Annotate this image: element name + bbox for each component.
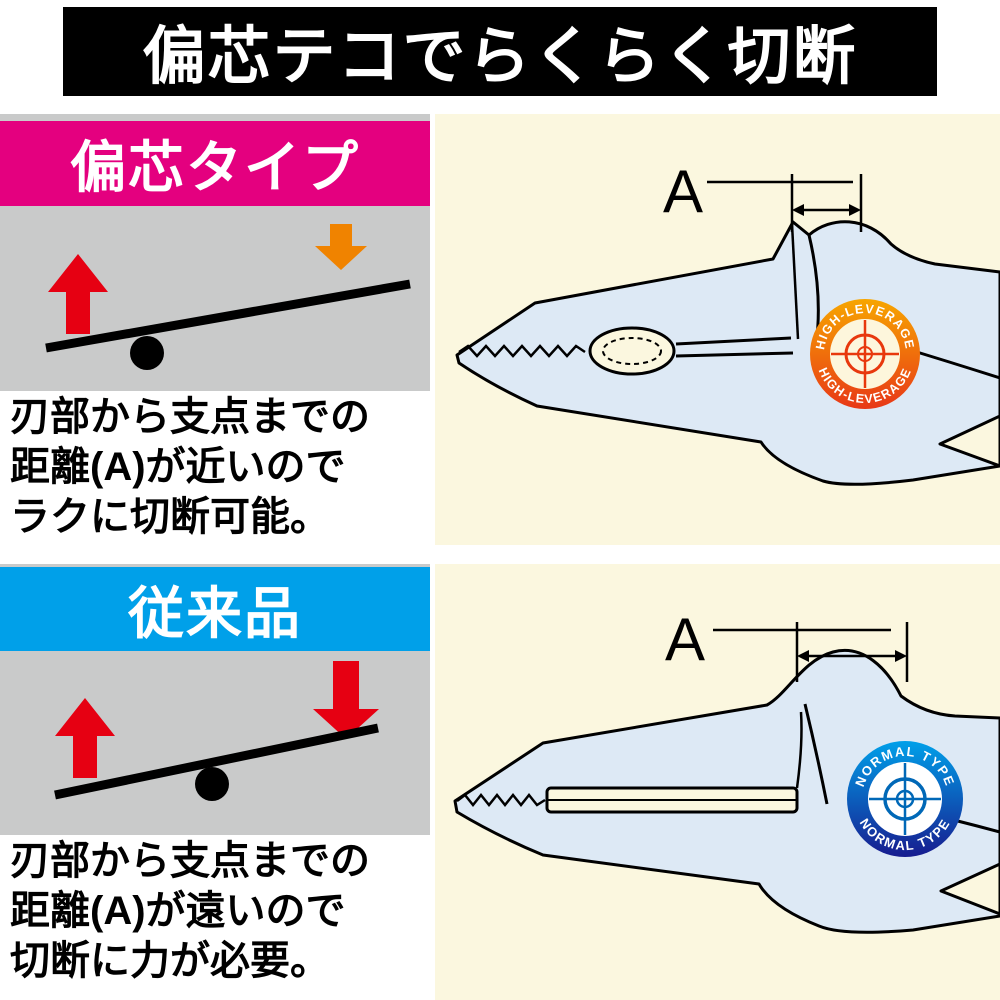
conventional-header: 従来品 [0,567,430,651]
up-arrow-icon [48,254,108,334]
dimension-label: A [665,606,705,673]
normal-type-badge: NORMAL TYPE NORMAL TYPE [847,741,963,857]
dimension-label: A [663,158,703,225]
conventional-illustration-area: A NORMAL TYPE NORMAL TYPE [435,564,1000,1000]
title-banner: 偏芯テコでらくらく切断 [63,7,937,96]
high-leverage-badge: HIGH-LEVERAGE HIGH-LEVERAGE [810,299,920,409]
conventional-pliers-illustration: A NORMAL TYPE NORMAL TYPE [453,606,1000,934]
eccentric-illustration-area: A HIGH-LEVERAGE HIGH-LEVERAGE [435,114,1000,545]
pipe-grip-teeth [602,337,662,365]
up-arrow-icon [55,698,115,778]
down-arrow-icon [313,661,379,739]
description-line: 切断に力が必要。 [10,939,330,983]
pliers-body [455,220,1000,486]
conventional-header-label: 従来品 [128,581,302,645]
fulcrum-dot [195,767,229,801]
dimension-annotation [707,174,863,232]
pipe-grip-hole [588,326,676,376]
lever-bar [54,723,379,800]
conventional-description: 刃部から支点までの 距離(A)が遠いので 切断に力が必要。 [10,836,430,986]
jaw-teeth [458,344,586,358]
fulcrum-dot [130,336,164,370]
conventional-lever-diagram [54,661,379,801]
jaw-teeth [456,792,546,808]
description-line: 刃部から支点までの [10,839,370,883]
eccentric-lever-diagram [45,224,411,370]
description-line: 刃部から支点までの [10,395,370,439]
eccentric-header-label: 偏芯タイプ [70,136,360,199]
description-line: 距離(A)が近いので [10,445,346,489]
description-line: 距離(A)が遠いので [10,889,346,933]
lever-bar [45,279,411,353]
description-line: ラクに切断可能。 [10,495,330,539]
eccentric-description: 刃部から支点までの 距離(A)が近いので ラクに切断可能。 [10,392,430,542]
down-arrow-icon [315,224,367,270]
eccentric-pliers-illustration: A HIGH-LEVERAGE HIGH-LEVERAGE [455,158,1000,486]
eccentric-header: 偏芯タイプ [0,121,430,206]
page-title: 偏芯テコでらくらく切断 [142,22,858,92]
dimension-annotation [713,622,909,682]
